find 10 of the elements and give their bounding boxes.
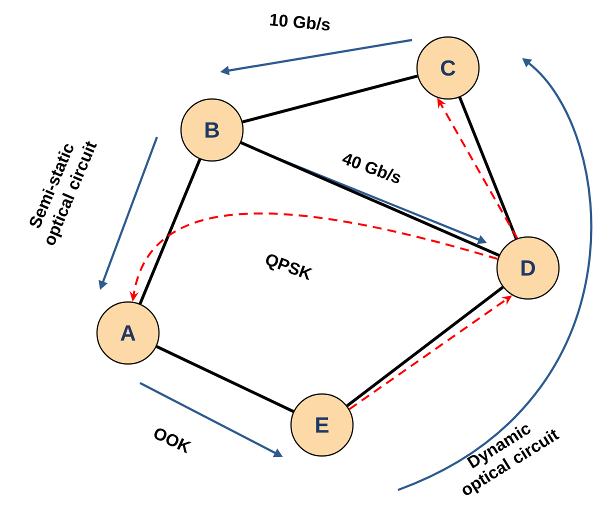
flow-label: 10 Gb/s bbox=[270, 14, 330, 30]
flow-label: 40 Gb/s bbox=[342, 154, 400, 184]
flow-label: QPSK bbox=[266, 254, 313, 280]
flow-label: OOK bbox=[154, 428, 192, 454]
link-line bbox=[156, 345, 294, 413]
link-line bbox=[138, 158, 202, 304]
link-line bbox=[240, 141, 500, 257]
link-line bbox=[458, 96, 518, 240]
link-line bbox=[346, 286, 504, 408]
link-line bbox=[242, 74, 418, 124]
